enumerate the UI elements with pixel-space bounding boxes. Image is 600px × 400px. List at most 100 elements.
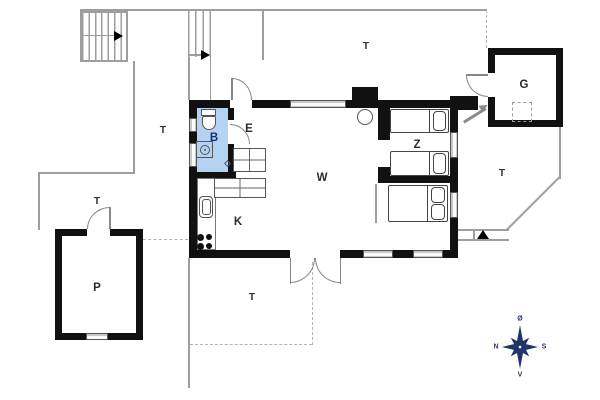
entrance-door-arc	[232, 78, 252, 100]
plot-boundary-west-2	[38, 172, 135, 174]
window-east-1	[450, 132, 458, 158]
bed-1-line	[429, 110, 431, 132]
stove-burner-3	[196, 242, 204, 250]
stove-burner-1	[196, 233, 204, 241]
shower-rosette	[199, 144, 210, 155]
kitchen-cabinet-1	[233, 148, 266, 172]
boundary-dashed-annex-house	[143, 239, 188, 240]
terrace-label-annex: T	[93, 195, 101, 207]
stairs-center-line	[188, 54, 202, 56]
wall-north-2	[252, 100, 290, 108]
alcove-divider	[375, 184, 377, 223]
bed-3-line	[427, 186, 429, 221]
room-label-outbuilding: G	[519, 79, 529, 91]
room-label-bathroom: B	[209, 132, 219, 144]
wall-south-1	[189, 250, 290, 258]
bed-2-line	[429, 152, 431, 175]
entrance-step-bottom	[458, 239, 509, 241]
annex-wall-left	[55, 229, 62, 340]
annex-wall-bottom-1	[55, 333, 86, 340]
plot-boundary-west-1	[133, 61, 135, 174]
wall-north-3	[346, 100, 354, 108]
kitchen-sink-basin	[201, 199, 211, 215]
chimney	[352, 87, 378, 108]
wall-west-2	[189, 132, 197, 143]
terrace-label-west: T	[159, 124, 167, 136]
shower	[196, 141, 213, 158]
terrace-label-north: T	[362, 40, 370, 52]
terrace-door-right-arc	[315, 258, 340, 283]
toilet-tank	[201, 109, 216, 116]
entrance-step-divider	[473, 230, 475, 240]
annex-wall-bottom-2	[108, 333, 143, 340]
terrace-door-left-leaf	[289, 258, 291, 284]
fence-line-north	[262, 10, 264, 60]
annex-door-arc	[87, 207, 110, 229]
wood-stove	[357, 109, 373, 125]
entrance-door-leaf	[231, 78, 233, 100]
window-west-1	[189, 118, 197, 132]
plot-boundary-west-3	[38, 172, 40, 230]
annex-wall-top-1	[55, 229, 87, 236]
window-south-1	[363, 250, 393, 258]
compass-label-east: Ø	[517, 315, 523, 323]
compass-label-west: V	[517, 371, 523, 379]
outbuilding-hatch	[512, 102, 532, 122]
bed-1-pillow	[433, 111, 446, 131]
room-label-living: W	[316, 172, 328, 184]
wall-bedroom-west-1	[378, 108, 390, 140]
stairs-direction-arrow-icon	[114, 31, 123, 41]
wall-west-3	[189, 167, 197, 258]
stove-burner-4	[205, 242, 212, 249]
plot-boundary-top	[80, 9, 487, 11]
toilet-bowl	[201, 116, 216, 130]
terrace-south-dashed-h	[190, 344, 312, 345]
stairs-direction-line	[80, 34, 116, 36]
terrace-south-dashed-v	[312, 262, 313, 345]
stove-burner-2	[205, 233, 212, 240]
room-label-bedroom: Z	[413, 139, 421, 151]
wall-north-1	[189, 100, 230, 108]
terrace-door-right-leaf	[339, 258, 341, 284]
outbuilding-door-leaf	[466, 74, 488, 76]
wall-south-4	[443, 250, 458, 258]
outbuilding-door-arc	[466, 75, 488, 97]
window-north	[290, 100, 346, 108]
room-label-annex: P	[93, 282, 101, 294]
plot-boundary-south	[188, 258, 190, 388]
wall-south-3	[393, 250, 413, 258]
wall-bathroom-bottom	[189, 172, 236, 178]
annex-door-leaf	[109, 207, 111, 229]
entrance-step-arrow-icon	[477, 230, 489, 239]
stairs-center-arrow-icon	[201, 50, 210, 60]
window-south-2	[413, 250, 443, 258]
wall-east-3	[450, 218, 458, 258]
outbuilding-wall-bottom	[488, 120, 563, 127]
room-label-entrance: E	[245, 123, 253, 135]
shower-drain-dot	[203, 148, 206, 151]
window-east-2	[450, 192, 458, 218]
outbuilding-wall-right	[556, 48, 563, 127]
boundary-dashed-to-outbuilding	[486, 10, 487, 48]
compass-label-north: N	[493, 343, 499, 351]
outdoor-stairs-center	[188, 10, 211, 57]
walkway-line-left	[188, 57, 190, 100]
bed-2-pillow	[433, 153, 446, 174]
outbuilding-wall-top	[488, 48, 563, 55]
bed-3-pillow-1	[431, 187, 445, 203]
wall-bedroom-south	[378, 176, 450, 183]
wall-west-1	[189, 100, 197, 118]
terrace-label-east: T	[498, 167, 506, 179]
wall-east-2	[450, 158, 458, 192]
annex-wall-right	[136, 229, 143, 340]
outbuilding-wall-left-2	[488, 97, 495, 127]
wall-north-4	[378, 100, 450, 108]
compass-label-south: S	[541, 343, 547, 351]
walkway-line-right	[209, 57, 211, 100]
bed-3-pillow-2	[431, 204, 445, 220]
plot-boundary-east-diagonal	[505, 176, 560, 231]
compass-star-icon	[502, 325, 538, 369]
compass-rose: Ø N S V	[478, 305, 562, 389]
terrace-label-south: T	[248, 291, 256, 303]
